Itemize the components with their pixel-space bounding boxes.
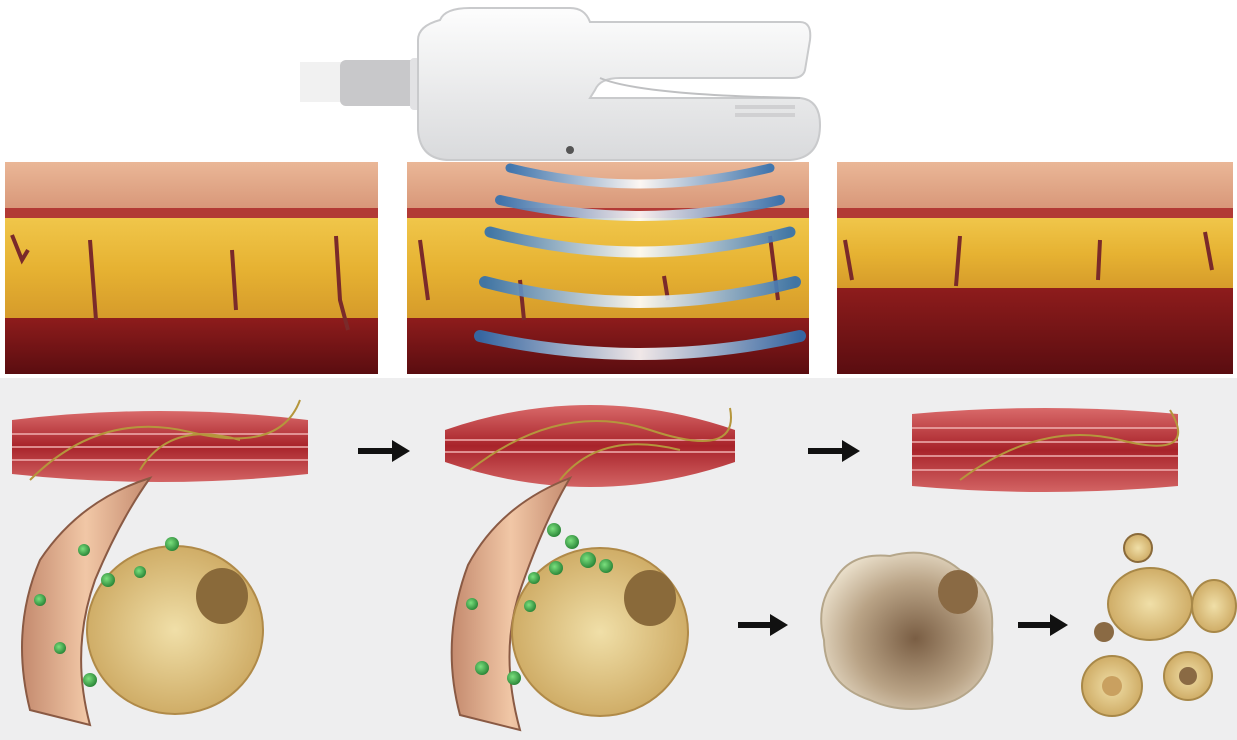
tissue-panel-after bbox=[837, 162, 1233, 374]
tissue-panel-treatment bbox=[407, 162, 809, 374]
fat-cell-shrunken bbox=[821, 553, 992, 709]
tissue-panel-before bbox=[5, 162, 378, 374]
muscle-bundle-contracted bbox=[445, 405, 735, 487]
handpiece-icon bbox=[300, 8, 820, 160]
muscle-bundle-toned bbox=[912, 408, 1178, 492]
